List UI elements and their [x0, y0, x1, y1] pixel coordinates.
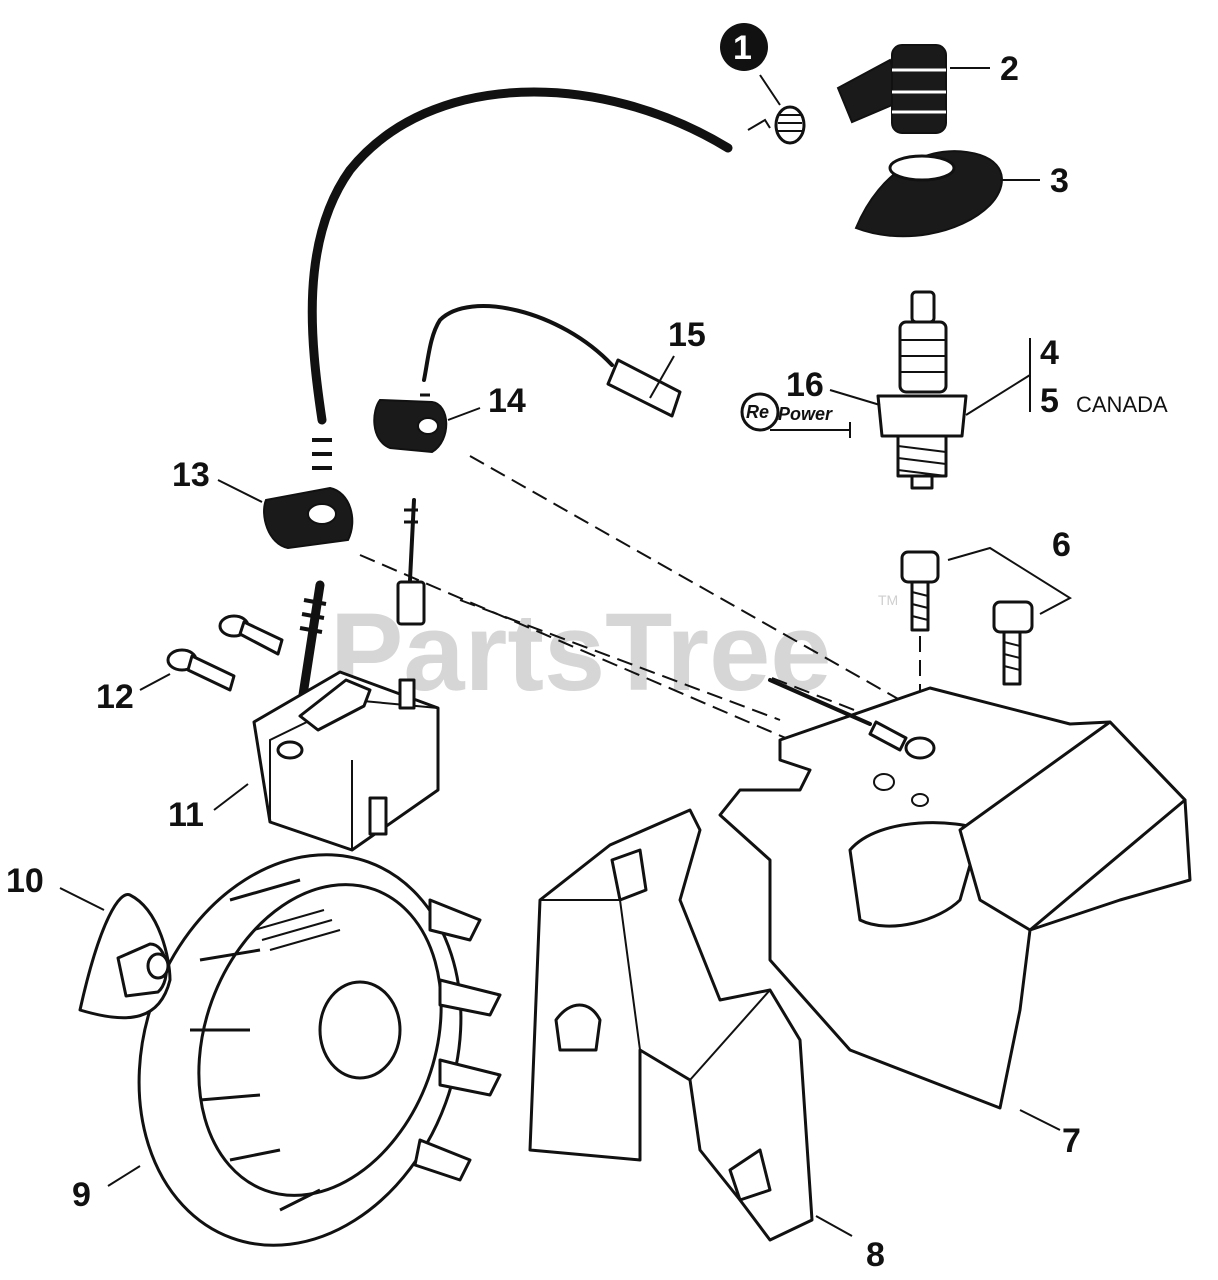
callout-16: 16 — [786, 366, 824, 404]
fan-cover-icon — [528, 808, 814, 1242]
callout-10: 10 — [6, 862, 44, 900]
flywheel-washer-icon — [78, 893, 172, 1020]
callout-1-label: 1 — [733, 29, 752, 67]
logo-re-text: Re — [746, 402, 769, 422]
callout-11: 11 — [168, 796, 204, 834]
callout-1-badge — [720, 23, 768, 71]
callout-9: 9 — [72, 1176, 91, 1214]
watermark-trademark: TM — [878, 592, 898, 608]
spark-plug-icon — [876, 290, 968, 490]
heat-shield-plate-icon — [718, 678, 1192, 1110]
wire-terminal — [606, 358, 682, 418]
canada-note: CANADA — [1076, 392, 1168, 417]
callout-7: 7 — [1062, 1122, 1081, 1160]
callout-4: 4 — [1040, 334, 1059, 372]
grommet-icon — [854, 150, 1003, 238]
callout-6: 6 — [1052, 526, 1071, 564]
spark-plug-boot-icon — [836, 44, 947, 134]
callout-8: 8 — [866, 1236, 885, 1274]
repower-logo: Re Power — [740, 392, 851, 438]
callout-2: 2 — [1000, 50, 1019, 88]
callout-13: 13 — [172, 456, 210, 494]
grommet-13 — [263, 486, 354, 550]
ignition-coil-icon — [252, 670, 440, 852]
spring-clip-icon — [747, 105, 806, 145]
screw-6 — [900, 550, 1034, 686]
callout-3: 3 — [1050, 162, 1069, 200]
flywheel-icon — [137, 853, 502, 1247]
grommet-14 — [373, 398, 448, 454]
screw-icon — [166, 614, 284, 692]
callout-5: 5 — [1040, 382, 1059, 420]
callout-15: 15 — [668, 316, 706, 354]
callout-12: 12 — [96, 678, 134, 716]
ground-wire — [396, 304, 614, 626]
logo-power-text: Power — [778, 404, 833, 424]
callout-14: 14 — [488, 382, 526, 420]
